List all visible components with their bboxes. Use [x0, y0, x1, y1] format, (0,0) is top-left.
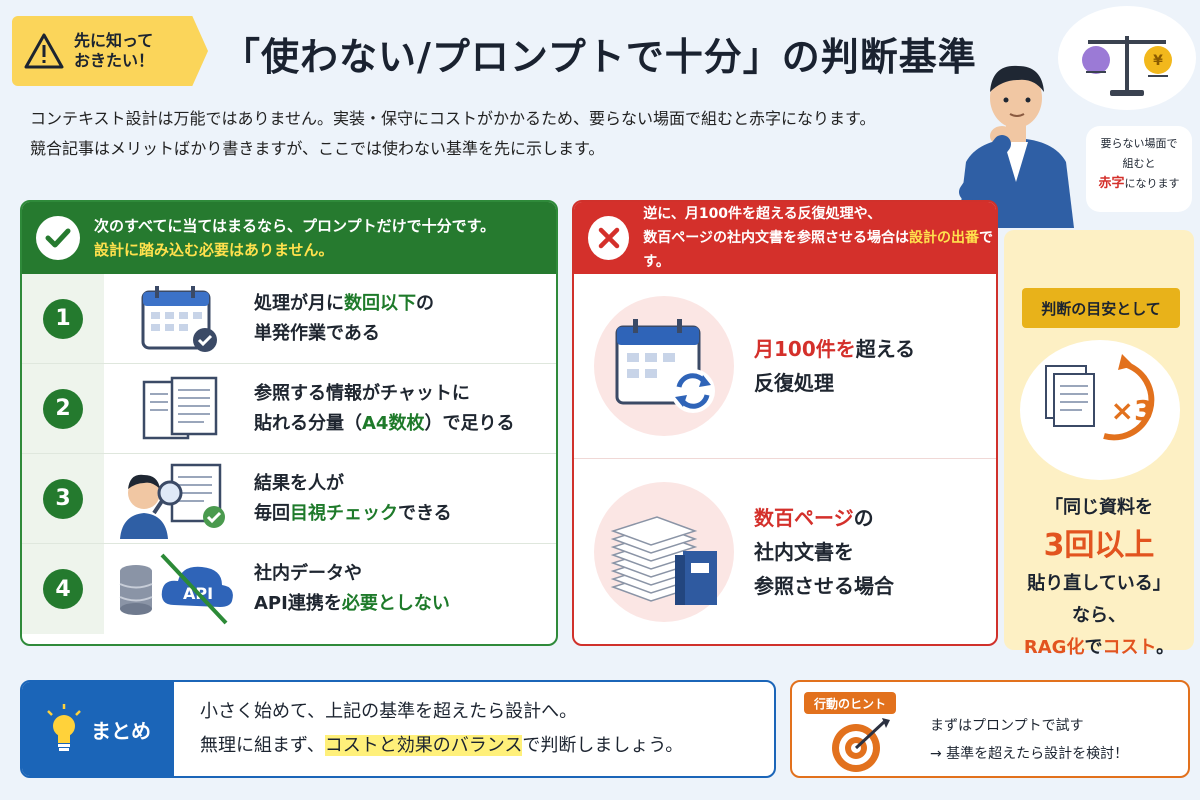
criteria-text: 結果を人が 毎回目視チェックできる — [254, 472, 452, 524]
intro-text: コンテキスト設計は万能ではありません。実装・保守にコストがかかるため、要らない場… — [30, 104, 875, 164]
criteria-row: 3 結果を人が 毎回目視チェックできる — [22, 454, 556, 544]
database-api-crossed-icon: API — [119, 553, 233, 625]
intro-line1: コンテキスト設計は万能ではありません。実装・保守にコストがかかるため、要らない場… — [30, 109, 876, 128]
notice-line2: おきたい！ — [74, 51, 155, 70]
summary-line2: 無理に組まず、コストと効果のバランスで判断しましょう。 — [200, 735, 684, 756]
right-head-line2: 数百ページの社内文書を参照させる場合は設計の出番です。 — [643, 230, 993, 270]
summary-box: まとめ 小さく始めて、上記の基準を超えたら設計へ。 無理に組まず、コストと効果の… — [20, 680, 776, 778]
action-hint-line1: まずはプロンプトで試す — [930, 718, 1084, 734]
prompt-sufficient-panel: 次のすべてに当てはまるなら、プロンプトだけで十分です。 設計に踏み込む必要はあり… — [20, 200, 558, 646]
notice-badge: 先に知って おきたい！ — [12, 16, 208, 86]
design-case-text: 月100件を超える 反復処理 — [754, 337, 916, 395]
rule-of-thumb-panel: 判断の目安として ×3 「同じ資料を 3回以上 貼り直している」 なら、 RAG… — [1004, 230, 1194, 658]
thought-note-red: 赤字 — [1098, 176, 1125, 191]
rule-line1: 「同じ資料を — [1045, 497, 1153, 518]
criteria-number: 1 — [43, 298, 83, 339]
rule-of-thumb-tag: 判断の目安として — [1022, 288, 1180, 328]
action-hint-text: まずはプロンプトで試す → 基準を超えたら設計を検討！ — [930, 712, 1128, 768]
repeat-documents-icon: ×3 — [1020, 340, 1180, 480]
action-hint-tag: 行動のヒント — [804, 692, 897, 714]
criteria-number: 3 — [43, 478, 83, 519]
multiplier-label: ×3 — [1111, 394, 1154, 427]
balance-scale-icon: ¥ — [1082, 36, 1172, 96]
target-icon — [832, 718, 890, 772]
criteria-text: 参照する情報がチャットに 貼れる分量（A4数枚）で足りる — [254, 382, 515, 434]
thought-note-line3: 赤字になります — [1086, 174, 1192, 194]
criteria-row: 4 API 社内データや API連携を必要としない — [22, 544, 556, 634]
rule-line3: なら、 — [1072, 605, 1126, 626]
design-case-text: 数百ページの 社内文書を 参照させる場合 — [754, 505, 894, 598]
criteria-text: 処理が月に数回以下の 単発作業である — [254, 292, 434, 344]
thought-note-line1: 要らない場面で — [1100, 137, 1178, 150]
action-hint-box: 行動のヒント まずはプロンプトで試す → 基準を超えたら設計を検討！ — [790, 680, 1190, 778]
rule-of-thumb-text: 「同じ資料を 3回以上 貼り直している」 なら、 RAG化でコスト。 — [1004, 492, 1194, 664]
documents-icon — [142, 376, 218, 439]
criteria-number: 2 — [43, 388, 83, 429]
left-head-line1: 次のすべてに当てはまるなら、プロンプトだけで十分です。 — [94, 217, 496, 235]
cross-icon — [588, 216, 630, 260]
page-title: 「使わない/プロンプトで十分」の判断基準 — [222, 35, 977, 79]
rule-line4: RAG化でコスト。 — [1023, 637, 1175, 658]
summary-label: まとめ — [91, 718, 151, 743]
criteria-number: 4 — [43, 569, 83, 609]
criteria-row: 2 参照する情報がチャットに 貼れる分量（A4数枚）で足りる — [22, 364, 556, 454]
intro-line2: 競合記事はメリットばかり書きますが、ここでは使わない基準を先に示します。 — [30, 139, 605, 158]
rule-line2: 貼り直している」 — [1027, 573, 1171, 594]
design-needed-header: 逆に、月100件を超える反復処理や、 数百ページの社内文書を参照させる場合は設計… — [574, 202, 996, 274]
design-case-row: 数百ページの 社内文書を 参照させる場合 — [574, 459, 996, 644]
summary-label-area: まとめ — [22, 682, 174, 776]
checkmark-icon — [36, 216, 80, 260]
thought-bubble: ¥ — [1058, 6, 1196, 110]
thought-note: 要らない場面で 組むと 赤字になります — [1086, 126, 1192, 212]
warning-icon — [24, 33, 64, 69]
svg-text:¥: ¥ — [1153, 53, 1163, 69]
summary-text: 小さく始めて、上記の基準を超えたら設計へ。 無理に組まず、コストと効果のバランス… — [174, 682, 683, 776]
lightbulb-icon — [47, 704, 81, 751]
thought-note-rest: になります — [1124, 177, 1180, 190]
criteria-row: 1 処理が月に数回以下の 単発作業である — [22, 274, 556, 364]
right-head-line1: 逆に、月100件を超える反復処理や、 — [643, 206, 882, 222]
design-needed-panel: 逆に、月100件を超える反復処理や、 数百ページの社内文書を参照させる場合は設計… — [572, 200, 998, 646]
calendar-repeat-icon — [594, 296, 734, 436]
prompt-sufficient-header: 次のすべてに当てはまるなら、プロンプトだけで十分です。 設計に踏み込む必要はあり… — [22, 202, 556, 274]
thought-note-line2: 組むと — [1122, 157, 1156, 170]
left-head-line2: 設計に踏み込む必要はありません。 — [94, 241, 334, 259]
calendar-check-icon — [141, 285, 217, 352]
document-stack-icon — [594, 481, 734, 622]
summary-line1: 小さく始めて、上記の基準を超えたら設計へ。 — [200, 701, 578, 722]
person-inspecting-icon — [120, 463, 225, 539]
rule-big: 3回以上 — [1043, 528, 1155, 563]
action-hint-line2: → 基準を超えたら設計を検討！ — [930, 746, 1129, 762]
notice-line1: 先に知って — [74, 31, 154, 50]
criteria-text: 社内データや API連携を必要としない — [254, 563, 450, 614]
notice-text: 先に知って おきたい！ — [74, 31, 154, 71]
design-case-row: 月100件を超える 反復処理 — [574, 274, 996, 459]
